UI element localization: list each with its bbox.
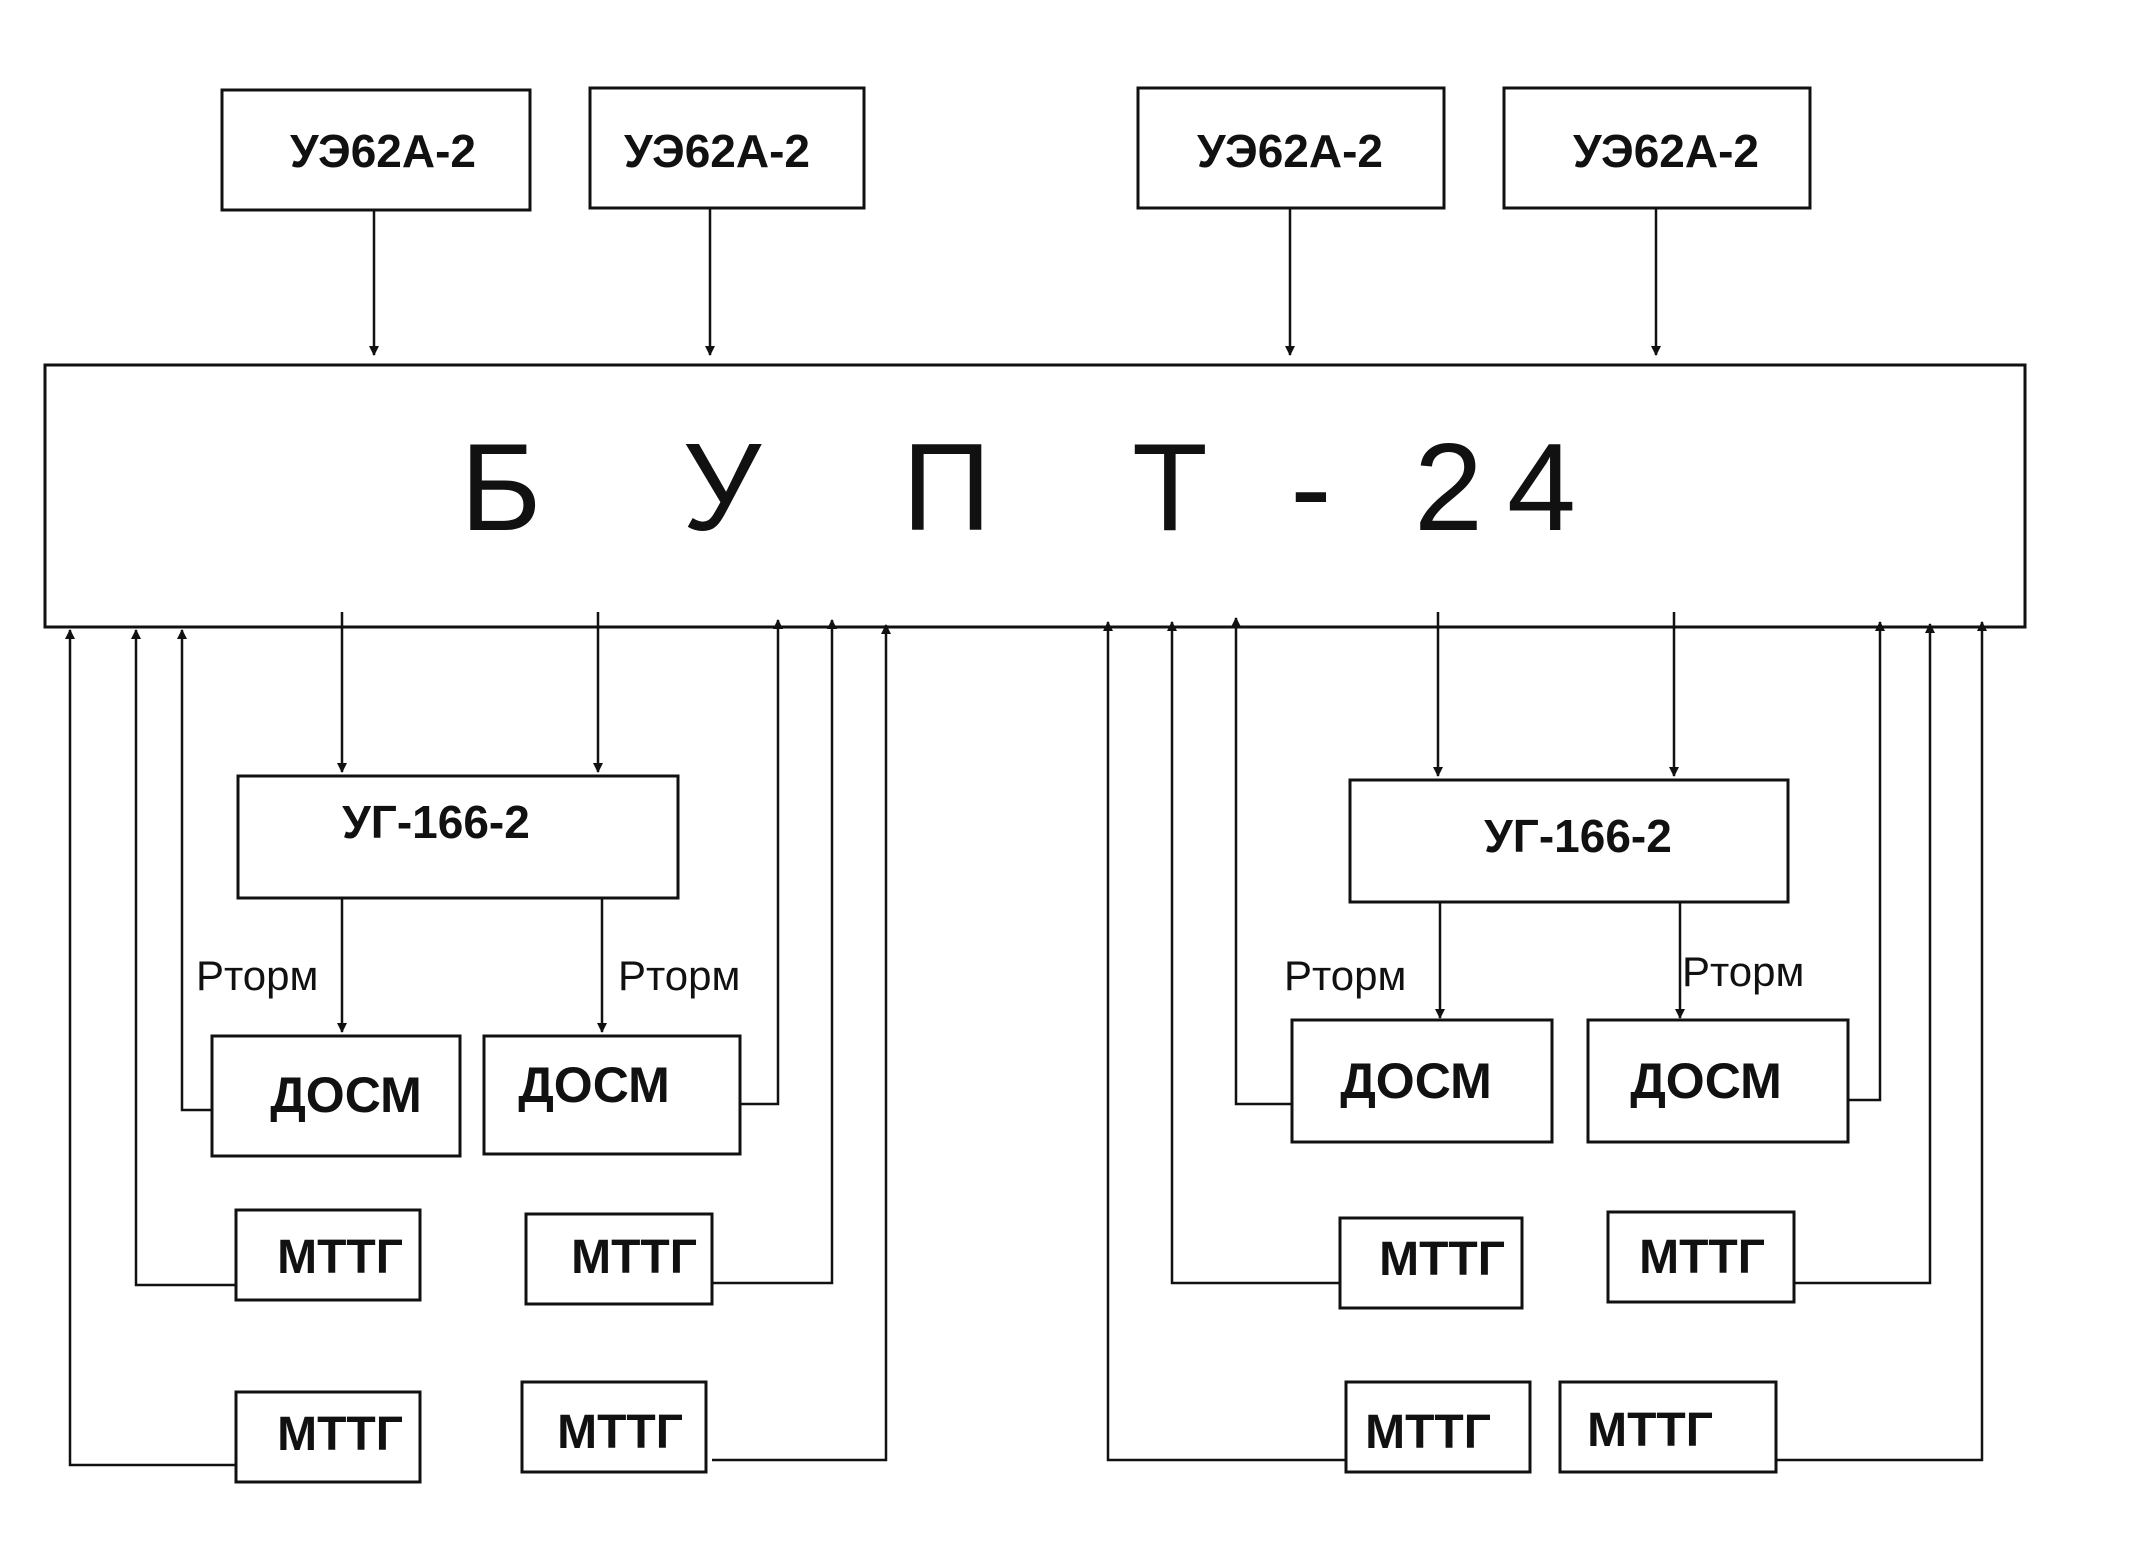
left-mttg-1-label: МТТГ <box>277 1231 403 1284</box>
right-mttg-1-label: МТТГ <box>1379 1233 1505 1286</box>
right-dosm-2: ДОСМ <box>1586 1018 1850 1144</box>
input-block-1: УЭ62А-2 <box>220 88 532 212</box>
input-block-2: УЭ62А-2 <box>588 86 866 210</box>
left-dosm-1: ДОСМ <box>210 1034 462 1158</box>
right-signal-label-2: Pторм <box>1682 948 1804 995</box>
main-block-label: Б У П Т - 24 <box>460 419 1600 557</box>
right-feedback-lines <box>1103 617 1987 1462</box>
right-generator-label: УГ-166-2 <box>1484 810 1672 862</box>
left-mttg-1: МТТГ <box>234 1208 422 1302</box>
left-mttg-4-label: МТТГ <box>557 1406 683 1459</box>
left-feedback-lines <box>65 619 891 1467</box>
main-block: Б У П Т - 24 <box>43 363 2027 629</box>
right-mttg-4-label: МТТГ <box>1587 1404 1713 1457</box>
left-dosm-2-label: ДОСМ <box>518 1057 670 1113</box>
right-mttg-4: МТТГ <box>1558 1380 1778 1474</box>
input-arrows <box>369 208 1661 356</box>
input-block-1-label: УЭ62А-2 <box>290 125 476 177</box>
input-block-3-label: УЭ62А-2 <box>1197 125 1383 177</box>
left-mttg-4: МТТГ <box>520 1380 708 1474</box>
input-block-2-label: УЭ62А-2 <box>624 125 810 177</box>
input-block-4-label: УЭ62А-2 <box>1573 125 1759 177</box>
left-generator-label: УГ-166-2 <box>342 796 530 848</box>
left-dosm-1-label: ДОСМ <box>270 1067 422 1123</box>
input-block-3: УЭ62А-2 <box>1136 86 1446 210</box>
right-mttg-1: МТТГ <box>1338 1216 1524 1310</box>
right-signal-label-1: Pторм <box>1284 952 1406 999</box>
right-dosm-1-label: ДОСМ <box>1340 1053 1492 1109</box>
left-mttg-2: МТТГ <box>524 1212 714 1306</box>
left-generator: УГ-166-2 <box>236 774 680 900</box>
left-mttg-3-label: МТТГ <box>277 1408 403 1461</box>
input-block-4: УЭ62А-2 <box>1502 86 1812 210</box>
right-dosm-1: ДОСМ <box>1290 1018 1554 1144</box>
left-signal-label-1: Pторм <box>196 952 318 999</box>
right-mttg-2: МТТГ <box>1606 1210 1796 1304</box>
right-generator: УГ-166-2 <box>1348 778 1790 904</box>
right-mttg-3-label: МТТГ <box>1365 1406 1491 1459</box>
right-mttg-2-label: МТТГ <box>1639 1231 1765 1284</box>
left-dosm-2: ДОСМ <box>482 1034 742 1156</box>
right-dosm-2-label: ДОСМ <box>1630 1053 1782 1109</box>
left-signal-label-2: Pторм <box>618 952 740 999</box>
left-mttg-2-label: МТТГ <box>571 1231 697 1284</box>
left-mttg-3: МТТГ <box>234 1390 422 1484</box>
right-mttg-3: МТТГ <box>1344 1380 1532 1474</box>
